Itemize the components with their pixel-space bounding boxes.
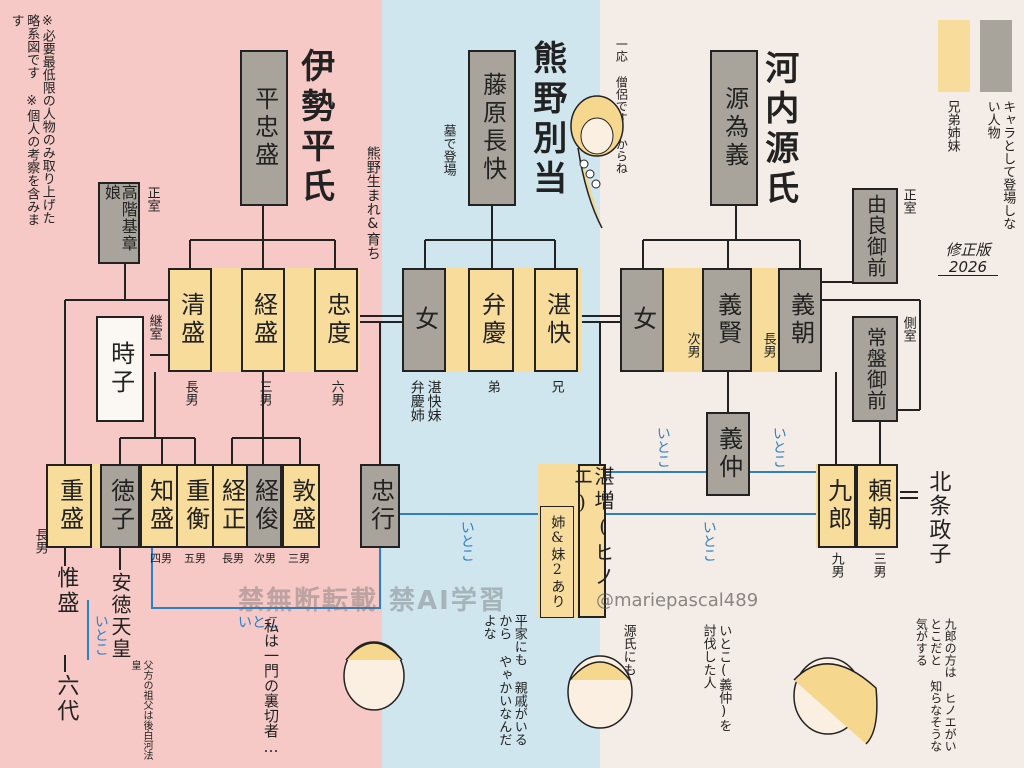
person-rokudai: 六代 [53, 674, 79, 724]
person-tadamori: 平忠盛 [240, 50, 288, 206]
label-itoko-6: いとこ [700, 520, 717, 562]
label-seishitsu-taira: 正室 [144, 186, 160, 212]
label-sokushitsu: 側室 [900, 316, 916, 342]
person-tankai: 湛快 [534, 268, 578, 372]
person-hojo-masako: 北条政子 [925, 470, 951, 566]
label-keishitsu: 継室 [146, 314, 162, 340]
person-onna-kumano: 女 [402, 268, 446, 372]
label-seishitsu-genji: 正室 [900, 188, 916, 214]
person-shigemori: 重盛 [46, 464, 92, 548]
speech-tanzo: 平家にも 親戚がいるから やゃかいなんだよな [480, 614, 527, 746]
label-antoku-note: 父方の祖父は後白河法皇 [129, 660, 152, 760]
label-tadanori-note: 熊野生まれ&育ち [364, 146, 381, 260]
label-shigemori-rank: 長男 [32, 528, 48, 554]
label-tadanori-rank: 六男 [328, 380, 344, 406]
label-atsumori-rank: 三男 [288, 552, 310, 565]
label-yoshitomo-rank: 長男 [760, 332, 776, 358]
legend-gray-swatch [980, 20, 1012, 92]
label-tsunetoshi-rank: 次男 [254, 552, 276, 565]
person-tsunemasa: 経正 [212, 464, 250, 548]
person-yura-gozen: 由良御前 [852, 188, 898, 284]
person-tsunemori: 経盛 [241, 268, 285, 372]
person-onna-genji: 女 [620, 268, 664, 372]
person-koremori: 惟盛 [53, 566, 79, 616]
person-tadayuki: 忠行 [360, 464, 400, 548]
person-yoritomo: 頼朝 [856, 464, 898, 548]
clan-title-kumano-betto: 熊野別当 [526, 40, 567, 200]
speech-genji: 源氏にも [620, 624, 636, 676]
label-tomomori-rank: 四男 [150, 552, 172, 565]
person-kiyomori: 清盛 [168, 268, 212, 372]
label-nagayoshi-note: 墓で登場 [440, 124, 456, 176]
person-antoku: 安徳天皇 [108, 572, 132, 660]
author-handle: @mariepascal489 [596, 590, 759, 611]
label-itoko-1: いとこ [92, 614, 109, 656]
label-itoko-2: いとこ [238, 615, 280, 631]
speech-kuro: 九郎の方は ヒノエがいとこだと 知らなそうな 気がする [914, 618, 958, 752]
label-tankai-rank: 兄 [548, 380, 564, 393]
legend-yellow-swatch [938, 20, 970, 92]
label-kiyomori-rank: 長男 [182, 380, 198, 406]
tanzo-character-illustration [567, 655, 633, 729]
person-tomomori: 知盛 [140, 464, 178, 548]
label-tsunemasa-rank: 長男 [222, 552, 244, 565]
person-tanzo: 湛増(ヒノエ) [570, 464, 615, 618]
label-itoko-5: いとこ [770, 426, 787, 468]
legend-yellow-label: 兄弟姉妹 [944, 100, 960, 152]
person-shigehira: 重衡 [176, 464, 214, 548]
clan-title-ise-taira: 伊勢平氏 [294, 48, 335, 208]
label-onna-kumano-note: 湛快妹 弁慶姉 [408, 380, 442, 422]
label-tsunemori-rank: 三男 [256, 380, 272, 406]
note-text: ※必要最低限の人物のみ取り上げた略系図です ※個人の考察を含みます [8, 14, 55, 226]
person-yoshitomo: 義朝 [778, 268, 822, 372]
clan-title-kawachi-genji: 河内源氏 [758, 50, 799, 210]
person-takashina-daughter: 高階基章娘 [98, 182, 140, 264]
person-tokiko: 時子 [96, 316, 144, 422]
person-kuro: 九郎 [818, 464, 856, 548]
person-minamoto-tameyoshi: 源為義 [710, 50, 758, 206]
person-tsunetoshi: 経俊 [246, 464, 282, 548]
person-tadanori: 忠度 [314, 268, 358, 372]
person-atsumori: 敦盛 [282, 464, 320, 548]
person-tokuko: 徳子 [100, 464, 140, 548]
revision-note: 修正版 2026 [938, 242, 998, 276]
label-itoko-4: いとこ [654, 426, 671, 468]
label-shigehira-rank: 五男 [184, 552, 206, 565]
genji-background [600, 0, 1024, 768]
speech-itoko: いとこ(義仲)を 討伐した人 [700, 624, 732, 732]
watermark: 禁無断転載 禁AI学習 [238, 586, 507, 616]
label-kuro-rank: 九男 [828, 552, 844, 578]
taira-background [0, 0, 382, 768]
label-yoshikata-rank: 次男 [684, 332, 700, 358]
label-benkei-rank: 弟 [484, 380, 500, 393]
speech-tadayuki: 私は一門の裏切者… [262, 618, 280, 756]
monk-character-illustration [570, 95, 624, 229]
person-fujiwara-nagayoshi: 藤原長快 [468, 50, 516, 206]
person-tokiwa-gozen: 常盤御前 [852, 316, 898, 422]
legend-gray-label: キャラとして登場しない人物 [984, 100, 1016, 230]
tadayuki-character-illustration [343, 641, 405, 711]
label-itoko-3: いとこ [458, 520, 475, 562]
label-yoritomo-rank: 三男 [870, 552, 886, 578]
person-benkei: 弁慶 [468, 268, 514, 372]
label-tanzo-siblings: 姉&妹2あり [540, 506, 574, 618]
kuro-character-illustration [793, 657, 878, 745]
person-yoshinaka: 義仲 [706, 412, 750, 496]
person-yoshikata: 義賢 [702, 268, 752, 372]
